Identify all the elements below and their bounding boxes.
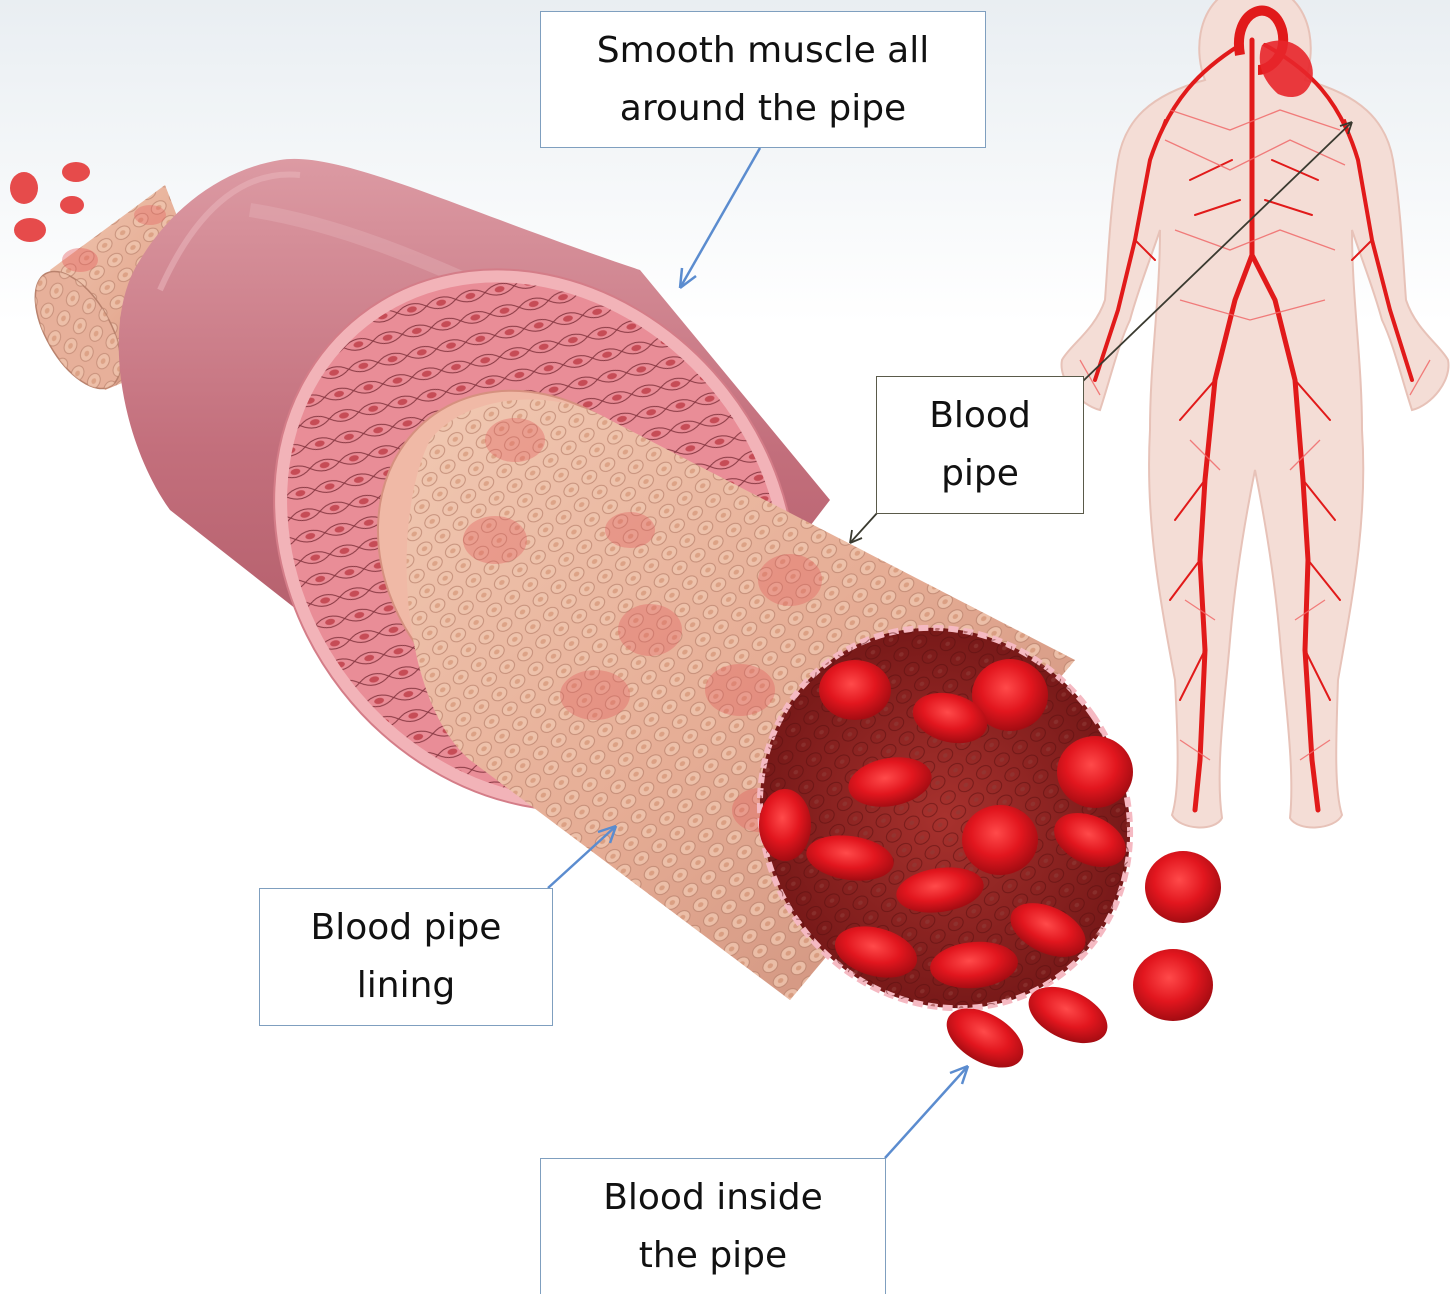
blood-inside-label: Blood inside the pipe: [540, 1158, 886, 1294]
lining-label-line2: lining: [311, 957, 502, 1015]
lining-label-line1: Blood pipe: [311, 899, 502, 957]
smooth-muscle-label-line2: around the pipe: [597, 80, 929, 138]
blood-pipe-label-line2: pipe: [929, 445, 1031, 503]
blood-pipe-label-line1: Blood: [929, 387, 1031, 445]
smooth-muscle-label-line1: Smooth muscle all: [597, 22, 929, 80]
smooth-muscle-label: Smooth muscle all around the pipe: [540, 11, 986, 148]
blood-pipe-label: Blood pipe: [876, 376, 1084, 514]
blood-inside-label-line1: Blood inside: [603, 1169, 823, 1227]
lining-label: Blood pipe lining: [259, 888, 553, 1026]
blood-inside-label-line2: the pipe: [603, 1227, 823, 1285]
